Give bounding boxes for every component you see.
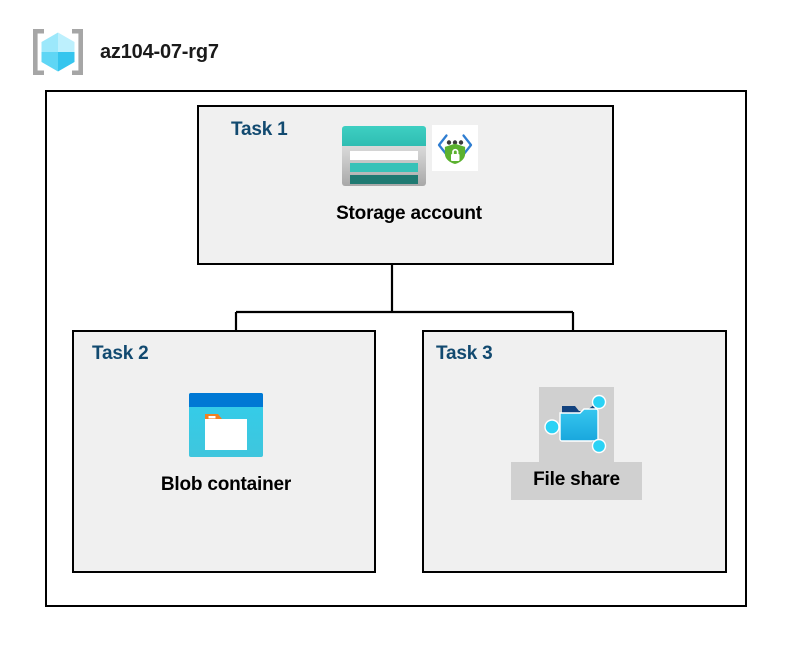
task-3-label: Task 3 <box>436 343 493 364</box>
storage-account-icon <box>341 125 427 187</box>
task-2-box: Task 2 <box>72 330 376 573</box>
task-2-label: Task 2 <box>92 343 149 364</box>
storage-account-caption: Storage account <box>336 203 482 224</box>
node-blob-container[interactable]: Blob container <box>156 392 296 496</box>
node-storage-account[interactable]: Storage account <box>279 125 539 225</box>
resource-group-header: az104-07-rg7 <box>30 26 219 78</box>
file-share-caption: File share <box>511 462 642 500</box>
resource-group-cube-icon <box>30 26 86 78</box>
node-file-share[interactable]: File share <box>511 387 642 500</box>
task-3-box: Task 3 <box>422 330 727 573</box>
file-share-icon-plate <box>539 387 614 462</box>
blob-container-caption: Blob container <box>160 474 292 495</box>
resource-group-name: az104-07-rg7 <box>100 40 219 63</box>
file-share-icon <box>543 394 610 456</box>
blob-container-icon <box>188 392 264 458</box>
task-1-box: Task 1 <box>197 105 614 265</box>
secure-data-shield-icon <box>431 125 478 171</box>
task-1-label: Task 1 <box>231 119 288 140</box>
